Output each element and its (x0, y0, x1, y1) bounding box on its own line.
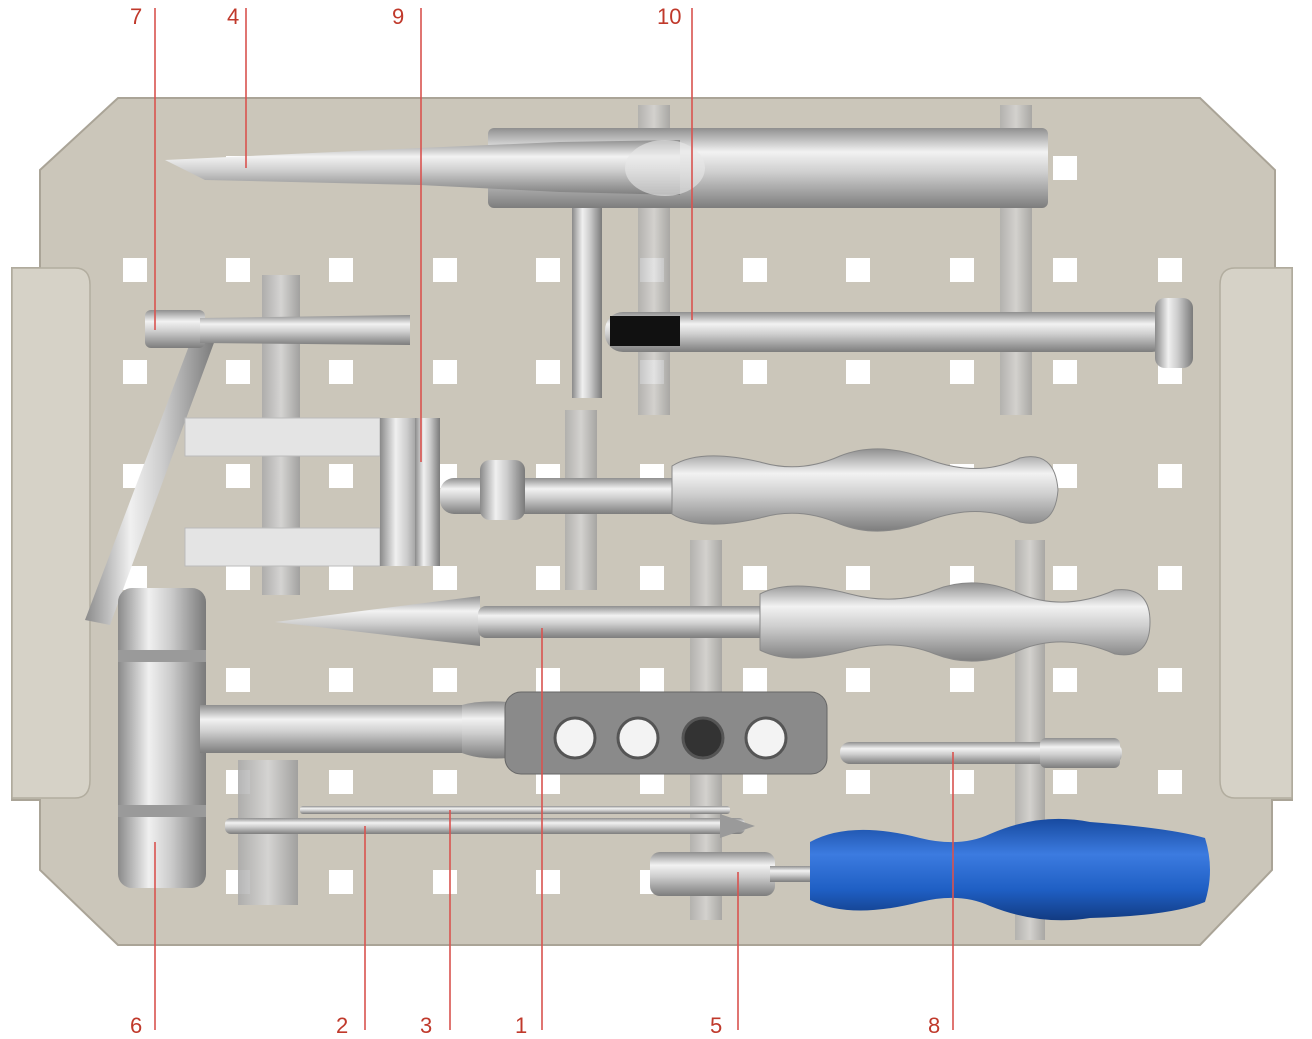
instrument-1 (275, 582, 1151, 662)
tray-hole (536, 258, 560, 282)
tray-hole (226, 360, 250, 384)
tray-hole (1053, 770, 1077, 794)
tray-hole (1158, 258, 1182, 282)
callout-6: 6 (130, 1013, 142, 1038)
tray-hole (329, 870, 353, 894)
tray-hole (226, 258, 250, 282)
callout-2: 2 (336, 1013, 348, 1038)
tray-hole (950, 360, 974, 384)
tray-left-handle (11, 267, 91, 799)
tray-hole (950, 770, 974, 794)
tray-hole (743, 668, 767, 692)
instrument-6 (118, 588, 828, 888)
tray-hole (329, 770, 353, 794)
tray-hole (846, 360, 870, 384)
tray-hole (329, 668, 353, 692)
callout-8: 8 (928, 1013, 940, 1038)
tray-hole (433, 668, 457, 692)
tray-hole (433, 360, 457, 384)
callout-9: 9 (392, 4, 404, 29)
tray-hole (743, 360, 767, 384)
tray-hole (743, 258, 767, 282)
tray-hole (536, 870, 560, 894)
callout-5: 5 (710, 1013, 722, 1038)
tray-hole (329, 464, 353, 488)
tray-hole (536, 360, 560, 384)
instrument-8 (840, 738, 1122, 768)
tray-hole (1053, 566, 1077, 590)
callout-1: 1 (515, 1013, 527, 1038)
tray-hole (433, 258, 457, 282)
callout-3: 3 (420, 1013, 432, 1038)
callout-7: 7 (130, 4, 142, 29)
instrument-2 (225, 814, 755, 838)
handle-upper (440, 448, 1059, 532)
tray-hole (536, 668, 560, 692)
tray-hole (1053, 668, 1077, 692)
tray-hole (1158, 464, 1182, 488)
callout-labels: 7 4 9 10 6 2 3 1 5 8 (130, 4, 940, 1038)
tray-right-handle (1219, 267, 1293, 799)
tray-hole (640, 668, 664, 692)
tray-hole (846, 258, 870, 282)
callout-10: 10 (657, 4, 681, 29)
tray-hole (640, 566, 664, 590)
tray-hole (123, 258, 147, 282)
tray-hole (226, 566, 250, 590)
tray-hole (226, 668, 250, 692)
tray-hole (433, 770, 457, 794)
tray-hole (433, 870, 457, 894)
tray-hole (846, 668, 870, 692)
callout-4: 4 (227, 4, 239, 29)
tray-hole (950, 668, 974, 692)
tray-hole (1158, 770, 1182, 794)
tray-hole (329, 258, 353, 282)
tray-hole (536, 566, 560, 590)
tray-hole (226, 464, 250, 488)
leader-lines (154, 8, 954, 1030)
tray-hole (846, 566, 870, 590)
tray-hole (329, 566, 353, 590)
tray-hole (743, 566, 767, 590)
instrument-9 (184, 417, 440, 567)
tray-hole (1053, 360, 1077, 384)
tray-hole (329, 360, 353, 384)
tray-hole (433, 566, 457, 590)
instrument-10 (605, 298, 1193, 368)
tray-hole (1158, 668, 1182, 692)
instrument-7 (85, 310, 410, 625)
tray-hole (123, 360, 147, 384)
tray-hole (1158, 566, 1182, 590)
tray-hole (950, 258, 974, 282)
tray-hole (1053, 156, 1077, 180)
instrument-5 (650, 818, 1210, 921)
instrument-4 (165, 128, 1048, 398)
tray-hole (846, 770, 870, 794)
instrument-3 (300, 806, 730, 814)
tray-hole (1053, 258, 1077, 282)
